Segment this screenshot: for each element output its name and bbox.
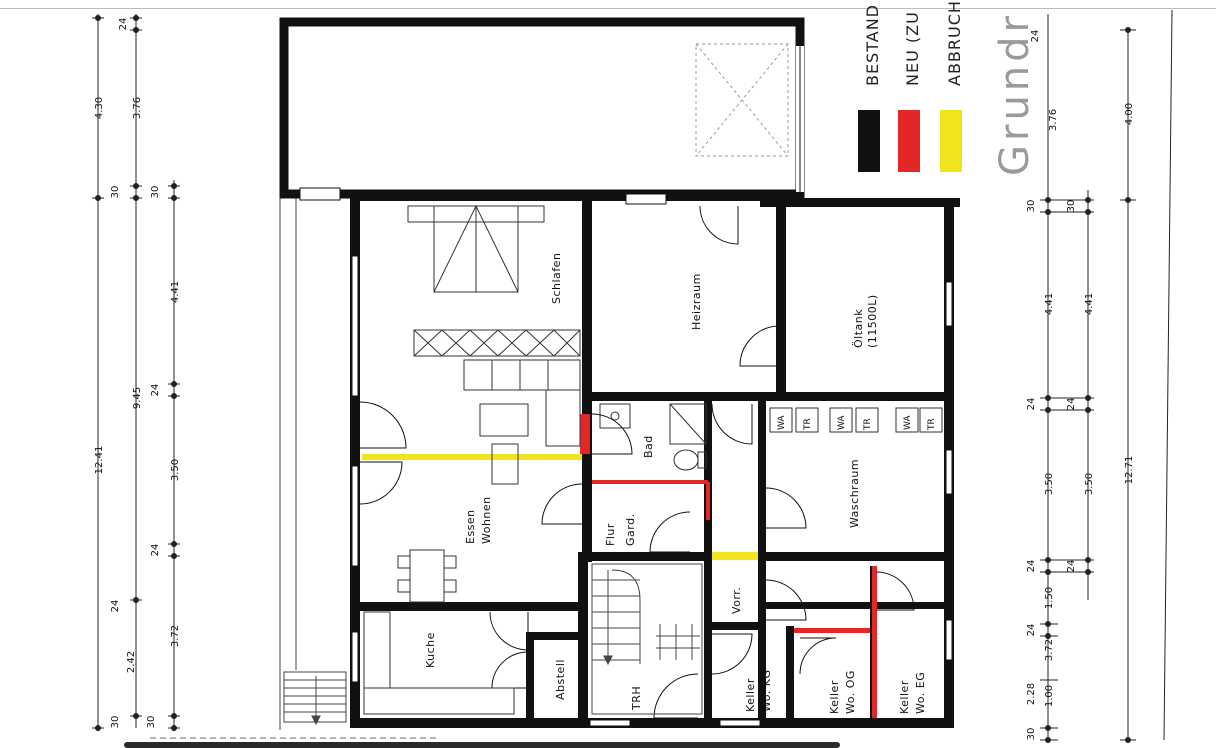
room-keller-kg-2: Wo. KG xyxy=(760,670,773,713)
dim-right-b-2: 4.41 xyxy=(1084,293,1095,315)
bed xyxy=(407,204,545,293)
doors xyxy=(359,205,915,719)
dim-left-inner-2: 3.76 xyxy=(132,97,143,119)
dim-right-a-2: 3.76 xyxy=(1048,109,1059,131)
dim-left-inner-3: 30 xyxy=(110,186,121,199)
room-oltank-1: Öltank xyxy=(852,309,865,348)
room-keller-eg-2: Wo. EG xyxy=(914,672,927,714)
legend: BESTAND NEU (ZU ABBRUCH Grundr xyxy=(858,0,1038,176)
wardrobe xyxy=(413,329,581,357)
room-keller-eg-1: Keller xyxy=(898,680,911,714)
appliance-label-6: TR xyxy=(927,418,937,431)
dim-right-b-4: 3.50 xyxy=(1084,473,1095,495)
appliance-label-1: WA xyxy=(777,415,787,430)
legend-abbruch-label: ABBRUCH xyxy=(945,0,964,86)
room-schlafen: Schlafen xyxy=(550,253,563,304)
dim-right-b-3: 24 xyxy=(1066,398,1077,411)
dim-left-inner-1: 24 xyxy=(118,18,129,31)
dim-left-inner-11: 30 xyxy=(110,716,121,729)
dim-right-a-6: 3.50 xyxy=(1044,473,1055,495)
appliance-label-2: TR xyxy=(803,418,813,431)
dim-left-inner-9: 24 xyxy=(110,600,121,613)
dim-left-inner-4: 30 xyxy=(150,186,161,199)
room-vorr: Vorr. xyxy=(730,587,743,614)
horizontal-scrollbar[interactable] xyxy=(124,742,840,748)
demolition-walls xyxy=(362,454,758,560)
dim-left-inner-12: 30 xyxy=(146,716,157,729)
dim-right-a-1: 24 xyxy=(1030,30,1041,43)
room-keller-og-2: Wo. OG xyxy=(844,670,857,714)
windows xyxy=(299,187,953,727)
dim-right-a-8: 1.50 xyxy=(1044,587,1055,609)
top-border-line xyxy=(0,8,1216,9)
kitchen-counter xyxy=(363,611,515,715)
sofa xyxy=(463,359,581,485)
room-waschraum: Waschraum xyxy=(848,459,861,528)
dim-right-a-7: 24 xyxy=(1026,560,1037,573)
room-labels: Schlafen Heizraum Öltank (11500L) Bad Es… xyxy=(424,253,927,714)
dim-left-outer-1: 12.41 xyxy=(94,446,105,475)
legend-bestand-swatch xyxy=(858,110,880,172)
dim-right-b-1: 30 xyxy=(1066,200,1077,213)
appliance-label-3: WA xyxy=(837,415,847,430)
dim-left-mid-3: 2.42 xyxy=(126,651,137,673)
room-kuche: Kuche xyxy=(424,632,437,668)
dim-right-a-5: 24 xyxy=(1026,398,1037,411)
dim-right-a-10: 3.72 xyxy=(1044,639,1055,661)
legend-neu-swatch xyxy=(898,110,920,172)
bathroom-fixtures xyxy=(599,403,707,471)
room-oltank-2: (11500L) xyxy=(866,294,879,348)
room-keller-kg-1: Keller xyxy=(744,678,757,712)
dim-right-a-11: 2.28 xyxy=(1026,683,1037,705)
dim-right-outer-2: 12.71 xyxy=(1124,456,1135,485)
garage xyxy=(279,17,805,199)
dim-left-mid-2: 9.45 xyxy=(132,387,143,409)
dim-right-b-5: 24 xyxy=(1066,560,1077,573)
dim-right-outer-1: 4.00 xyxy=(1124,103,1135,125)
new-walls xyxy=(580,414,877,718)
legend-bestand-label: BESTAND xyxy=(863,4,882,86)
room-bad: Bad xyxy=(642,435,655,458)
appliance-label-5: WA xyxy=(903,415,913,430)
left-dimension-chains xyxy=(92,14,180,729)
appliance-label-4: TR xyxy=(863,418,873,431)
room-abstell: Abstell xyxy=(554,659,567,700)
dim-left-inner-7: 3.50 xyxy=(170,459,181,481)
terrace xyxy=(279,197,352,730)
laundry-appliances xyxy=(769,407,943,433)
room-flur: Flur xyxy=(604,523,617,546)
dim-left-inner-6: 24 xyxy=(150,384,161,397)
room-trh: TRH xyxy=(630,686,643,711)
room-heizraum: Heizraum xyxy=(690,273,703,330)
dim-right-a-4: 4.41 xyxy=(1044,293,1055,315)
room-keller-og-1: Keller xyxy=(828,680,841,714)
dim-left-inner-5: 4.41 xyxy=(170,281,181,303)
room-essen: Essen xyxy=(464,509,477,544)
legend-neu-label: NEU (ZU xyxy=(903,11,922,86)
room-wohnen: Wohnen xyxy=(480,496,493,544)
dim-left-inner-10: 3.72 xyxy=(170,625,181,647)
room-gard: Gard. xyxy=(624,513,637,546)
dim-right-a-3: 30 xyxy=(1026,200,1037,213)
dim-left-mid-1: 4.30 xyxy=(94,97,105,119)
dim-right-a-13: 30 xyxy=(1026,728,1037,741)
legend-abbruch-swatch xyxy=(940,110,962,172)
dim-left-inner-8: 24 xyxy=(150,544,161,557)
dining-table xyxy=(397,549,457,603)
right-dimension-chains xyxy=(1040,9,1173,741)
staircase xyxy=(591,563,703,715)
dim-right-a-12: 1.00 xyxy=(1044,685,1055,707)
dim-right-a-9: 24 xyxy=(1026,624,1037,637)
plan-title: Grundr xyxy=(992,12,1038,176)
